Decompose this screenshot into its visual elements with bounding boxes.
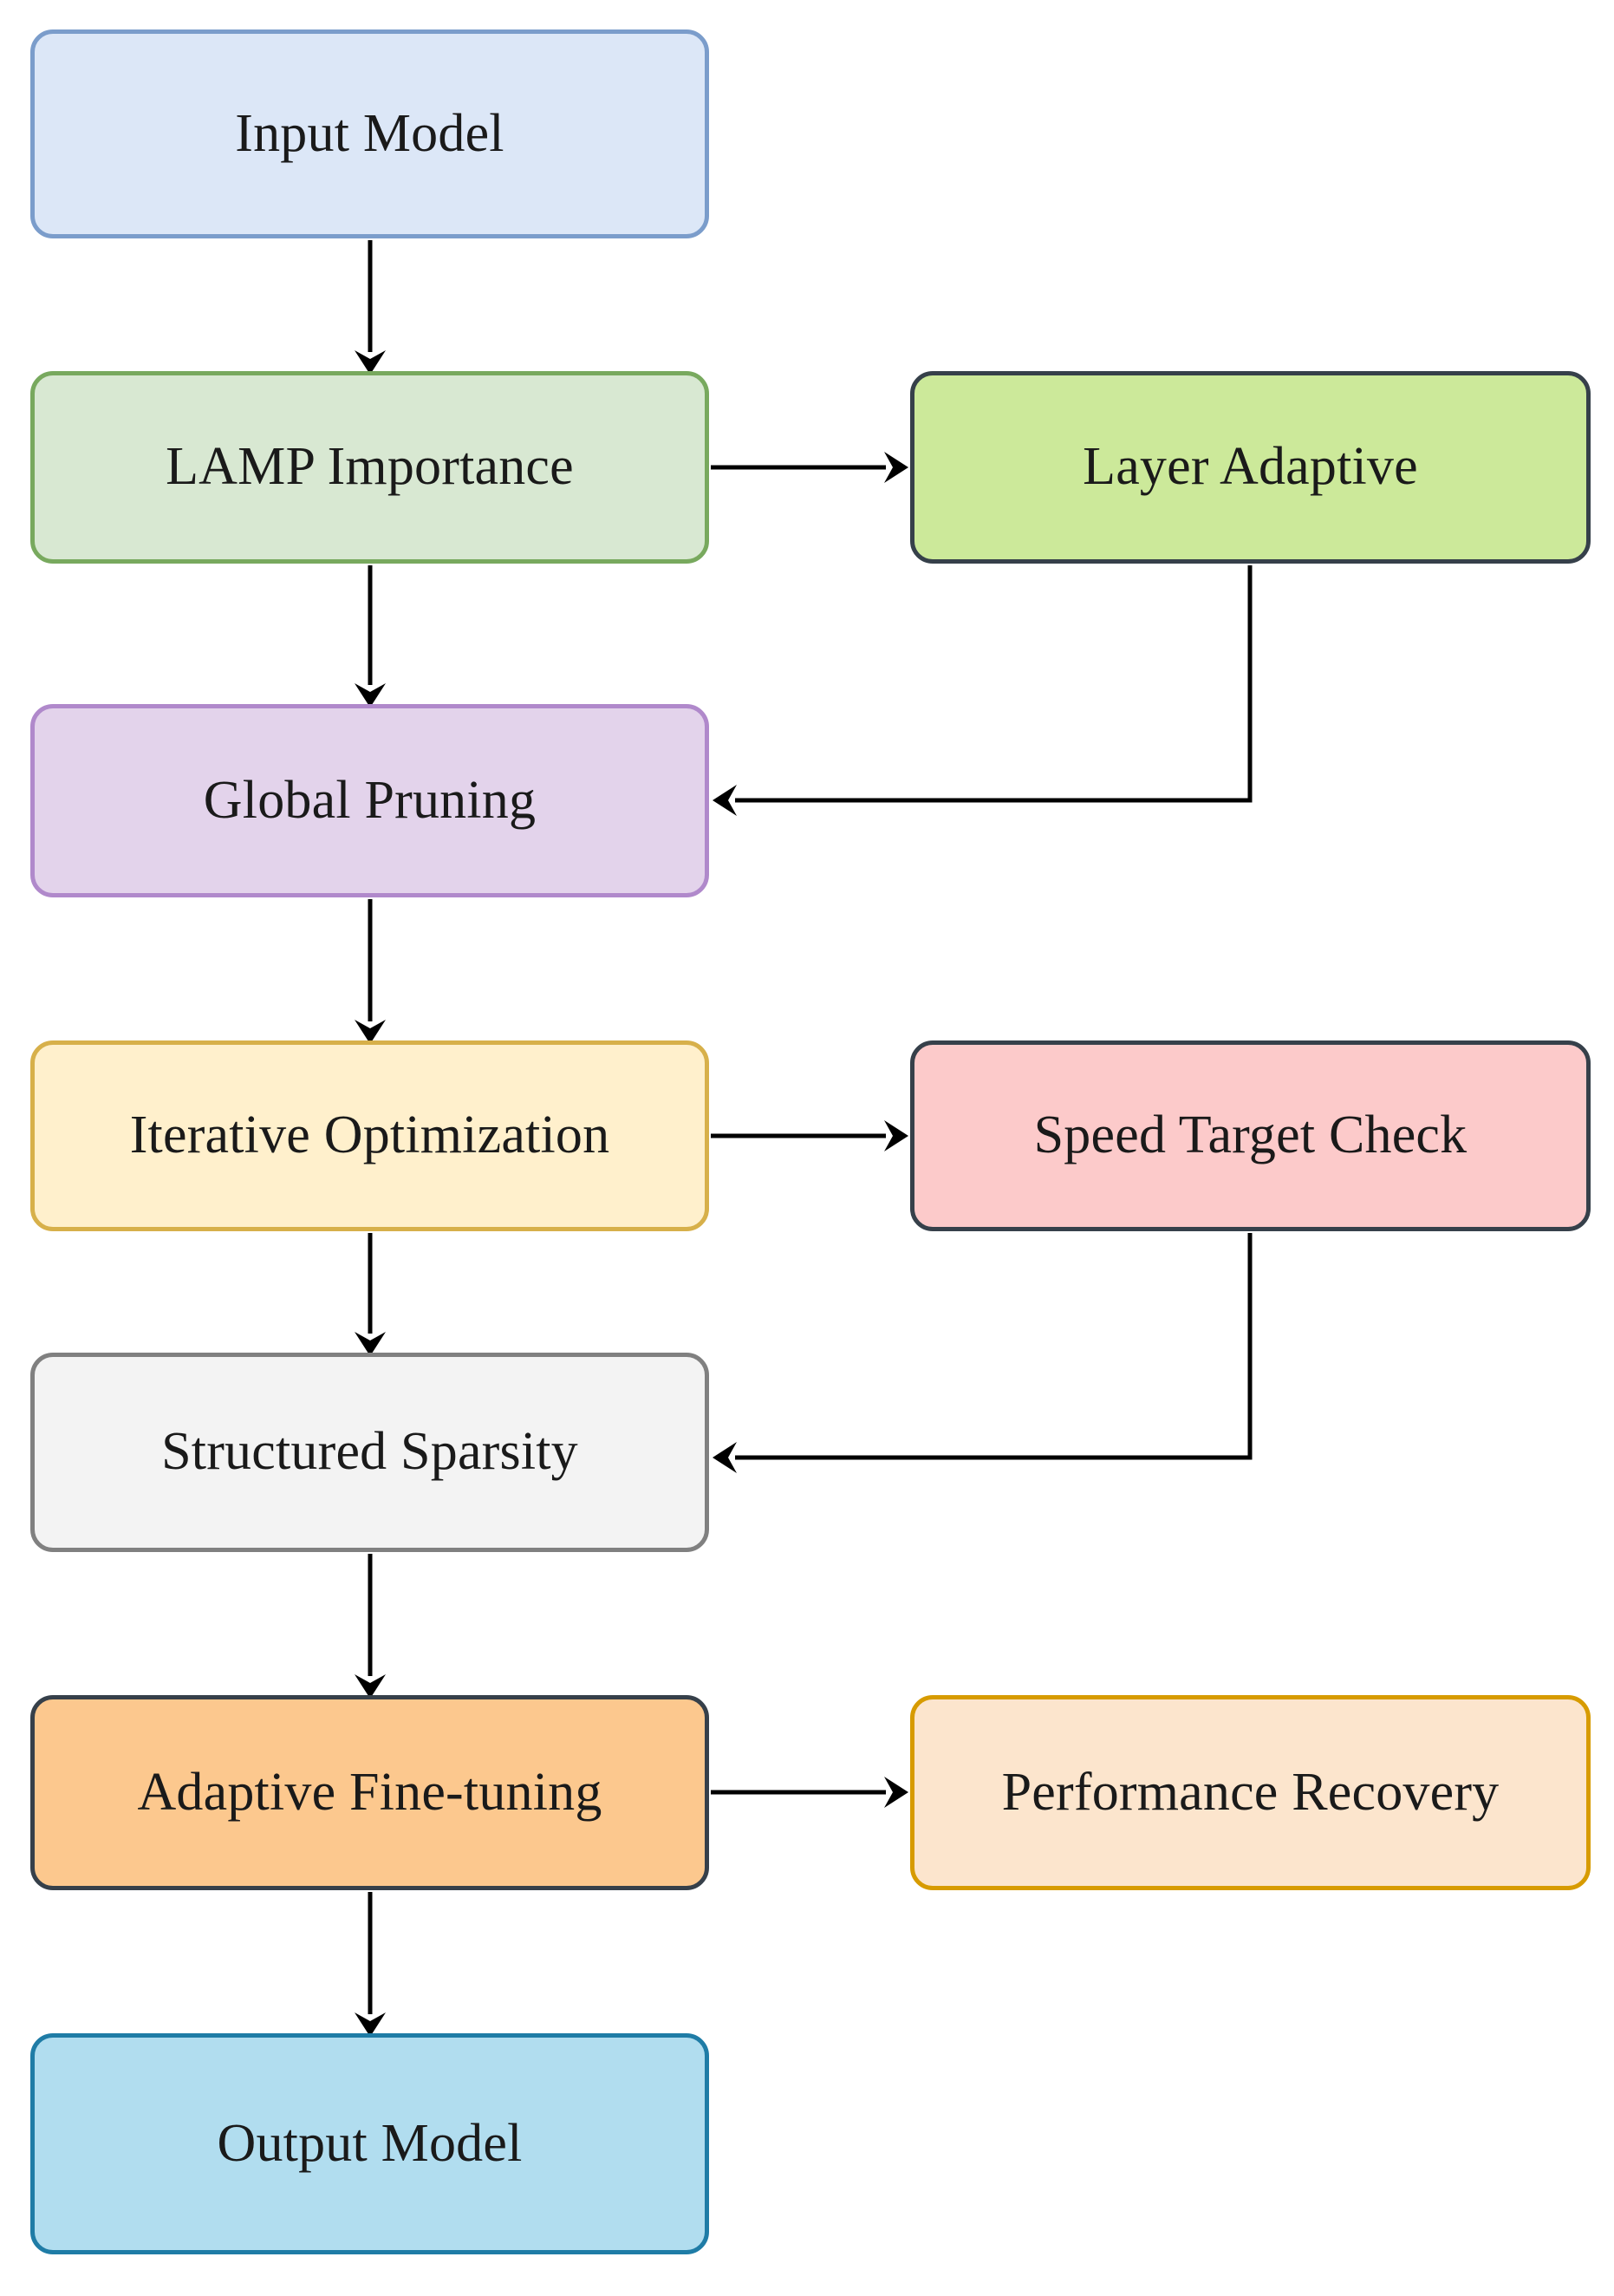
node-lamp-importance[interactable]: LAMP Importance	[30, 371, 709, 564]
node-structured-sparsity-label: Structured Sparsity	[161, 1422, 578, 1482]
node-speed-target-check-label: Speed Target Check	[1033, 1106, 1468, 1165]
edge-global-pruning-to-iterative	[355, 899, 386, 1044]
edge-lamp-to-global-pruning	[355, 565, 386, 708]
edge-layer-adaptive-to-global-pruning	[713, 565, 1253, 816]
node-input-model-label: Input Model	[235, 103, 504, 163]
edge-iterative-to-speed-check	[711, 1120, 908, 1151]
node-speed-target-check[interactable]: Speed Target Check	[910, 1040, 1591, 1231]
edge-input-to-lamp	[355, 240, 386, 375]
node-global-pruning[interactable]: Global Pruning	[30, 704, 709, 897]
node-adaptive-fine-tuning[interactable]: Adaptive Fine-tuning	[30, 1695, 709, 1890]
node-layer-adaptive-label: Layer Adaptive	[1083, 437, 1418, 497]
node-adaptive-fine-tuning-label: Adaptive Fine-tuning	[137, 1762, 602, 1822]
node-global-pruning-label: Global Pruning	[203, 770, 537, 830]
node-output-model-label: Output Model	[217, 2113, 523, 2173]
edge-fine-tuning-to-output	[355, 1892, 386, 2037]
edge-structured-to-fine-tuning	[355, 1554, 386, 1699]
edge-iterative-to-structured	[355, 1233, 386, 1356]
node-iterative-optimization[interactable]: Iterative Optimization	[30, 1040, 709, 1231]
edge-lamp-to-layer-adaptive	[711, 452, 908, 483]
edge-speed-check-to-structured	[713, 1233, 1253, 1473]
node-input-model[interactable]: Input Model	[30, 29, 709, 238]
node-performance-recovery-label: Performance Recovery	[1001, 1762, 1500, 1822]
node-performance-recovery[interactable]: Performance Recovery	[910, 1695, 1591, 1890]
node-output-model[interactable]: Output Model	[30, 2033, 709, 2254]
edge-fine-tuning-to-performance	[711, 1777, 908, 1808]
node-lamp-importance-label: LAMP Importance	[166, 437, 574, 497]
node-iterative-optimization-label: Iterative Optimization	[129, 1106, 610, 1165]
node-layer-adaptive[interactable]: Layer Adaptive	[910, 371, 1591, 564]
node-structured-sparsity[interactable]: Structured Sparsity	[30, 1353, 709, 1552]
